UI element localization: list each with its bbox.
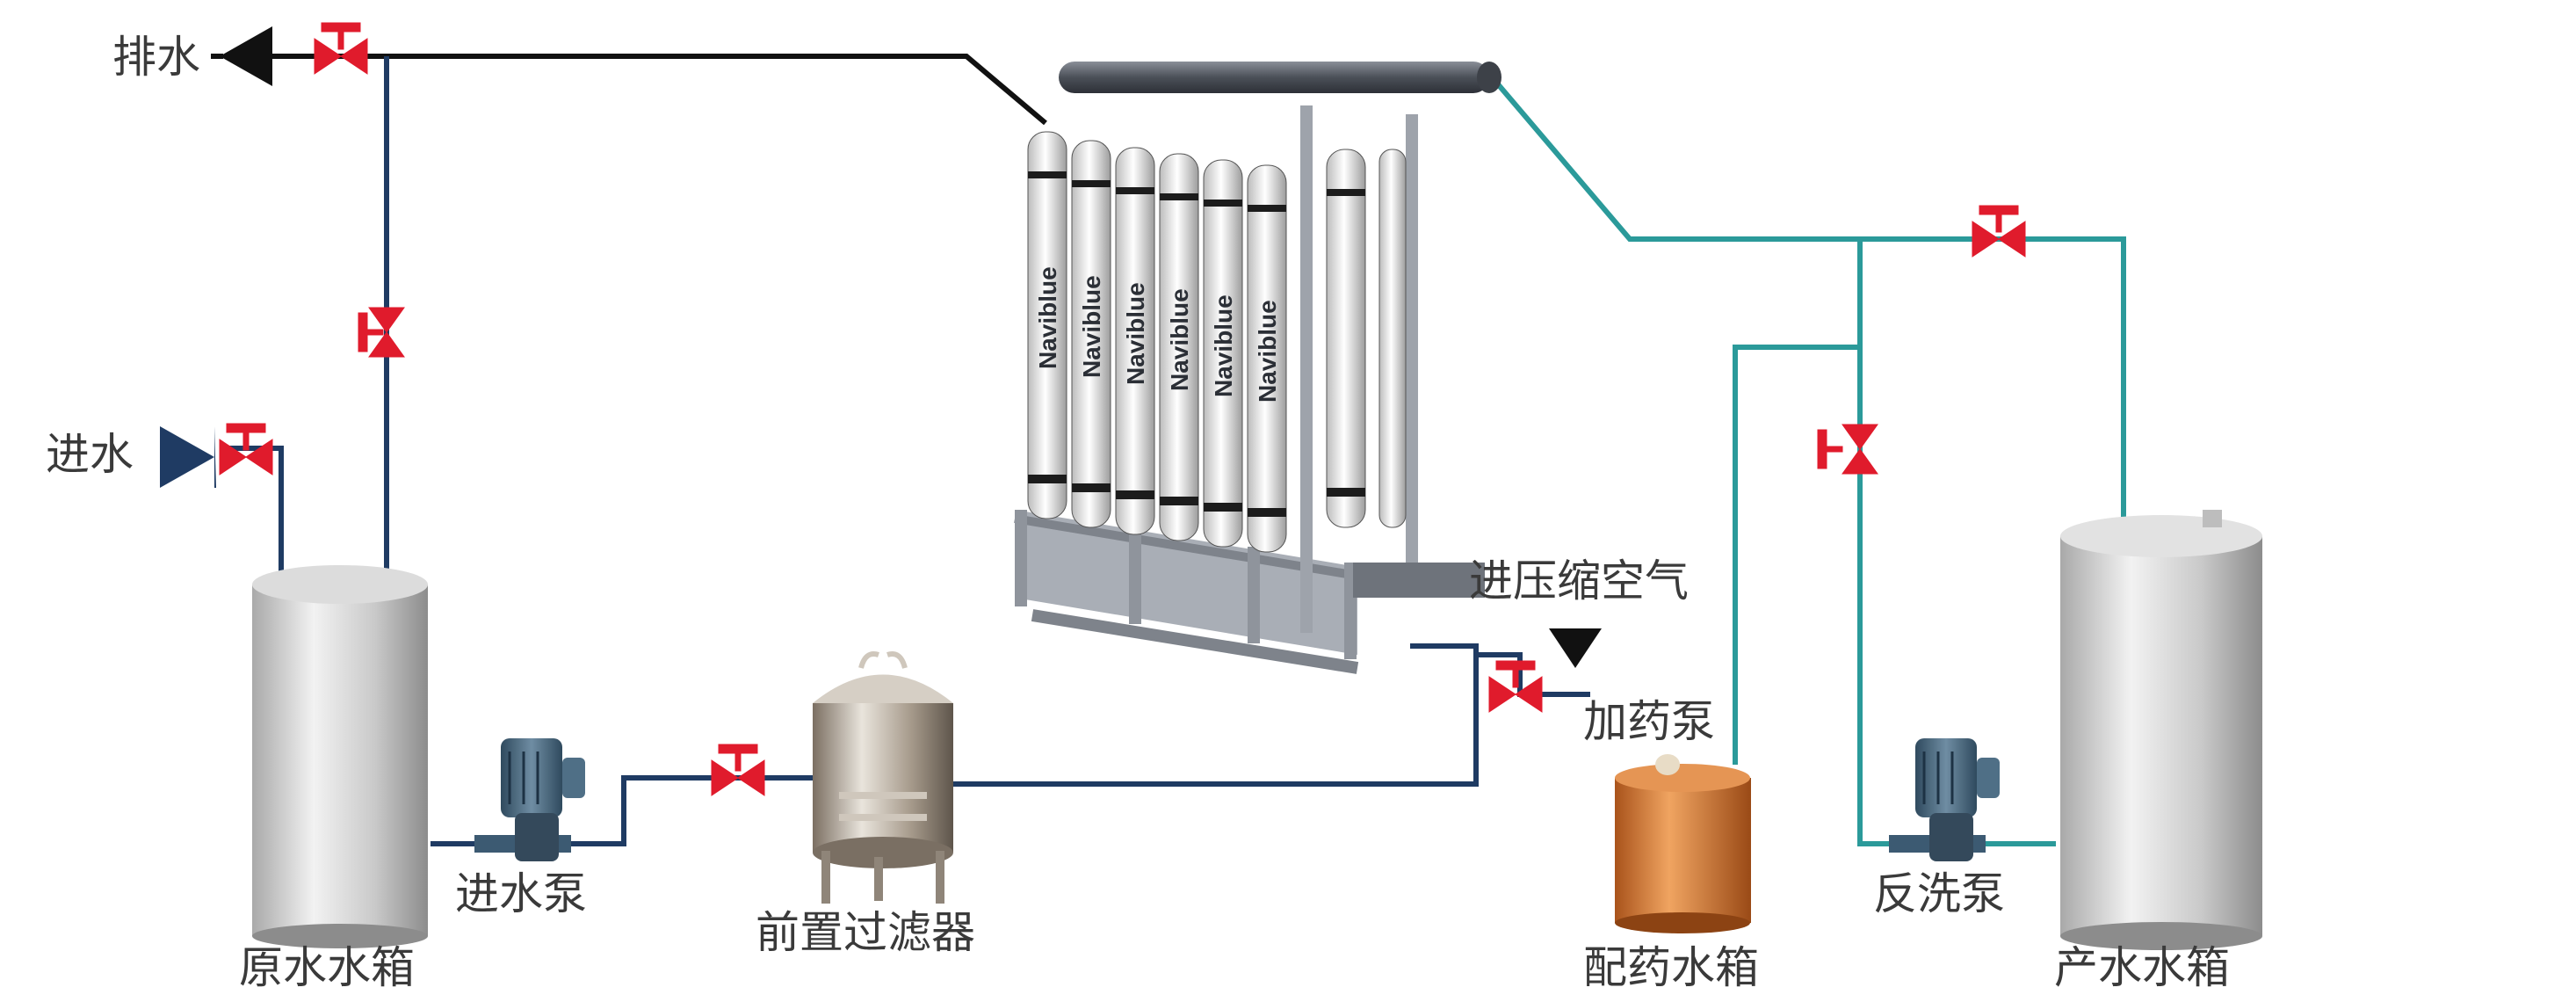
inlet-label: 进水 bbox=[46, 429, 134, 480]
prefilter-label: 前置过滤器 bbox=[756, 907, 975, 958]
drain-arrow-icon bbox=[220, 26, 272, 86]
membrane-brand-5: Naviblue bbox=[1210, 294, 1237, 397]
compressed-air-label: 进压缩空气 bbox=[1469, 555, 1689, 606]
dosing-tank-label: 配药水箱 bbox=[1583, 942, 1759, 993]
prefilter-vessel bbox=[813, 651, 953, 904]
product-water-tank bbox=[2060, 510, 2262, 950]
feed-pump-label: 进水泵 bbox=[455, 868, 587, 919]
inlet-arrow-head-icon bbox=[160, 426, 214, 488]
uf-membrane-rack: Naviblue Naviblue Naviblue Naviblue Navi… bbox=[1014, 62, 1501, 674]
raw-water-tank bbox=[252, 565, 428, 948]
gate-valve-icon bbox=[219, 22, 2026, 796]
drain-pipe bbox=[264, 54, 1047, 126]
membrane-brand-2: Naviblue bbox=[1078, 275, 1105, 378]
feed-pump-icon bbox=[474, 738, 585, 861]
air-inlet-arrow-icon bbox=[1549, 628, 1602, 668]
membrane-brand-3: Naviblue bbox=[1122, 282, 1149, 385]
drain-label: 排水 bbox=[112, 32, 200, 83]
dosing-pump-head bbox=[1655, 754, 1680, 775]
dosing-pump-label: 加药泵 bbox=[1583, 696, 1715, 747]
membrane-brand-6: Naviblue bbox=[1254, 300, 1281, 403]
inlet-arrow-stem bbox=[160, 443, 165, 469]
membrane-brand-1: Naviblue bbox=[1034, 266, 1061, 369]
product-water-tank-label: 产水水箱 bbox=[2054, 942, 2230, 993]
dosing-tank bbox=[1615, 754, 1751, 933]
backwash-pump-label: 反洗泵 bbox=[1873, 868, 2005, 919]
raw-water-tank-label: 原水水箱 bbox=[239, 942, 415, 993]
backwash-pump-icon bbox=[1889, 738, 2000, 861]
membrane-brand-4: Naviblue bbox=[1166, 288, 1193, 391]
inlet-arrow-icon bbox=[214, 426, 216, 488]
drain-arrow-stem bbox=[211, 54, 223, 59]
